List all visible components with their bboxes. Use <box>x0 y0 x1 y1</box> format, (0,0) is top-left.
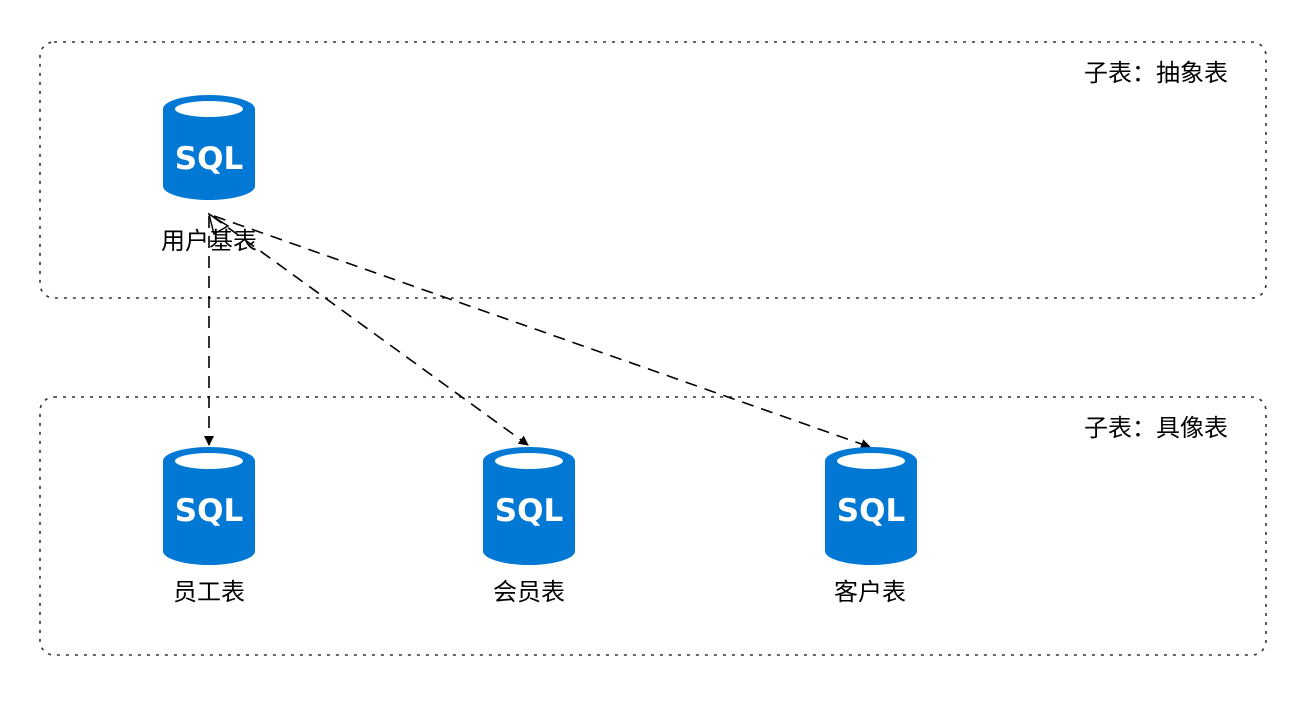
edges <box>204 215 871 449</box>
group-concrete-box <box>39 396 1267 656</box>
sql-database-icon: SQL <box>163 95 255 200</box>
db-icon-text: SQL <box>495 493 563 529</box>
sql-database-icon: SQL <box>825 447 917 565</box>
group-abstract-label: 子表：抽象表 <box>1084 59 1228 87</box>
db-icon-text: SQL <box>175 493 243 529</box>
node-label-user-base: 用户基表 <box>161 227 257 255</box>
node-employee[interactable]: SQL <box>163 447 255 565</box>
edge-user-base-to-customer[interactable] <box>213 215 871 449</box>
sql-database-icon: SQL <box>483 447 575 565</box>
group-abstract-box <box>39 41 1267 299</box>
edge-origin-marker <box>207 212 230 236</box>
node-label-member: 会员表 <box>493 578 565 606</box>
node-user-base[interactable]: SQL <box>163 95 255 200</box>
node-label-employee: 员工表 <box>173 578 245 606</box>
sql-database-icon: SQL <box>163 447 255 565</box>
edge-user-base-to-member[interactable] <box>211 215 529 446</box>
db-icon-text: SQL <box>837 493 905 529</box>
node-label-customer: 客户表 <box>834 578 906 606</box>
db-icon-text: SQL <box>175 141 243 177</box>
node-customer[interactable]: SQL <box>825 447 917 565</box>
group-concrete-label: 子表：具像表 <box>1084 414 1228 442</box>
node-member[interactable]: SQL <box>483 447 575 565</box>
